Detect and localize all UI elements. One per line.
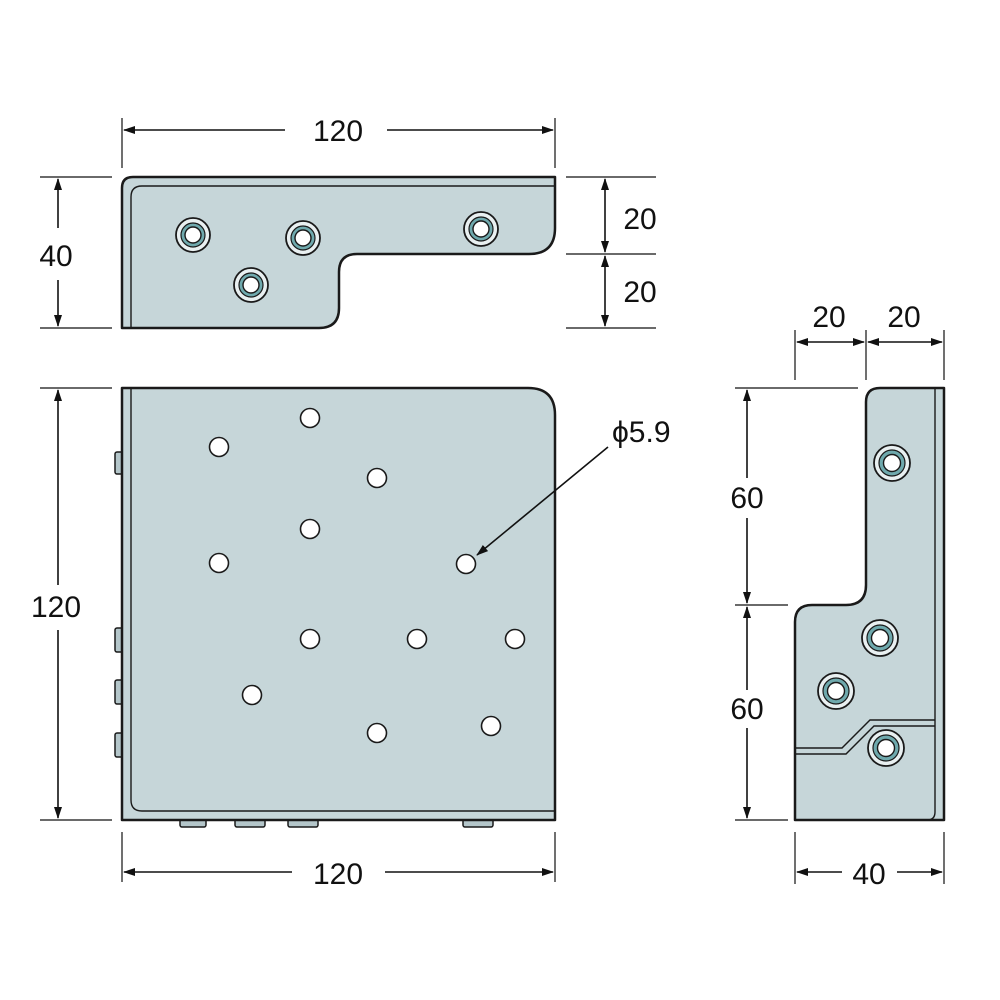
hole [480,715,502,737]
front-view: ϕ5.9 120 120 [31,386,671,891]
hole-countersunk [873,444,911,482]
front-view-plate-rim [130,388,555,812]
side-view: 20 20 60 60 40 [730,301,946,891]
side-view-plate-rim [926,388,936,821]
side-view-fold-2 [795,725,935,755]
hole [366,722,388,744]
hole-countersunk [233,267,269,303]
hole [208,552,230,574]
side-bottom-width-label: 40 [852,858,885,891]
side-lower-height-label: 60 [730,693,763,726]
hole [241,684,263,706]
hole [299,628,321,650]
side-top-left-label: 20 [812,301,845,334]
hole [504,628,526,650]
top-view-plate-rim [130,185,555,328]
top-view-holes [175,211,499,303]
hole-countersunk [175,217,211,253]
side-upper-height-label: 60 [730,482,763,515]
hole-countersunk [285,220,321,256]
hole [406,628,428,650]
front-width-label: 120 [313,858,363,891]
side-view-holes [817,444,911,767]
side-view-fold [795,719,935,749]
hole-countersunk [861,619,899,657]
hole-diameter-callout: ϕ5.9 [612,416,671,449]
top-right-upper-label: 20 [623,203,656,236]
side-view-plate [793,386,946,822]
front-height-label: 120 [31,591,81,624]
hole [299,518,321,540]
hole [455,553,477,575]
front-view-holes [208,407,526,744]
hole-countersunk [463,211,499,247]
top-width-label: 120 [313,115,363,148]
hole [299,407,321,429]
top-height-label: 40 [39,240,72,273]
top-right-lower-label: 20 [623,276,656,309]
top-view: 120 40 20 20 [39,115,657,330]
hole [366,467,388,489]
top-view-plate [120,175,557,330]
front-view-plate [120,386,557,822]
hole-countersunk [867,729,905,767]
hole [208,436,230,458]
hole-countersunk [817,672,855,710]
side-top-right-label: 20 [887,301,920,334]
